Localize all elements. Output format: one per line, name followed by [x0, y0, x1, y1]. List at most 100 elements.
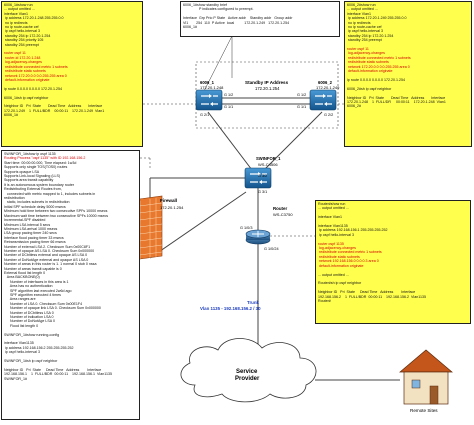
- config-line: Interface Grp Prio P State Active addr S…: [183, 16, 293, 21]
- config-line: Routing Process "ospf 1135" with ID 192.…: [4, 156, 86, 161]
- router-icon[interactable]: [245, 229, 271, 245]
- config-line: interface Vlan1: [318, 215, 342, 220]
- config-line: Minimum LSA interval 5 secs: [4, 222, 51, 227]
- config-line: redistribution: [4, 196, 25, 201]
- config-line: Area has no authentication: [4, 284, 53, 289]
- config-line: interface Vlan1135: [318, 224, 348, 229]
- config-text: 6006_1#show run... output omitted ...int…: [4, 3, 140, 118]
- config-line: router ospf 1135: [318, 241, 344, 246]
- config-line: Number of DoNotAge LSA 0: [4, 319, 55, 324]
- config-line: Number of areas transit capable is 0: [4, 266, 62, 271]
- config-line: SWINFOR_1#show ip ospf 1135: [4, 152, 56, 156]
- config-text: 6006_1#show standby brief P indicates co…: [183, 3, 337, 29]
- config-line: ... output omitted ...: [4, 7, 35, 12]
- switch-6006-2-icon[interactable]: [309, 89, 337, 111]
- config-line: Maximum wait time between two consecutiv…: [4, 213, 109, 218]
- config-line: SPF algorithm executed 4 times: [4, 293, 61, 297]
- config-line: ip ospf hello-interval 3: [4, 350, 40, 355]
- callout-line: [201, 35, 233, 96]
- link-sw1-swinfor: [207, 111, 253, 171]
- config-line: Number of areas in this router is 1. 1 n…: [4, 262, 97, 267]
- config-line: default-information originate: [4, 77, 50, 82]
- switch-swinfor-icon[interactable]: [244, 167, 272, 189]
- config-line: Neighbor ID Pri State Dead Time Address …: [347, 95, 446, 100]
- config-line: Area BACKBONE(0): [4, 275, 40, 280]
- config-line: log-adjacency-changes: [4, 60, 42, 65]
- port-label: G 3/2: [258, 174, 268, 178]
- config-line: LSA group pacing timer 240 secs: [4, 231, 57, 236]
- config-line: Area ranges are: [4, 297, 36, 302]
- config-line: External flood list length 0: [4, 270, 46, 275]
- standby-title-label: Standby IP Address: [245, 80, 289, 85]
- config-line: Number of interfaces in this area is 1: [4, 279, 69, 284]
- port-label: G 2/2: [324, 113, 334, 117]
- router-name-label: Router: [273, 206, 288, 211]
- config-line: standby 254 ip 172.20.1.254: [4, 33, 51, 38]
- port-label: G 1/1: [224, 105, 234, 109]
- config-line: ip ospf hello-interval 3: [318, 232, 354, 237]
- config-line: ip address 172.20.1.248 255.255.0.0: [4, 16, 64, 21]
- config-text: Router#show run... output omitted ... in…: [318, 202, 468, 303]
- config-line: ip address 192.168.156.1 255.255.255.252: [318, 228, 388, 233]
- config-line: P indicates configured to preempt.: [183, 7, 254, 12]
- firewall-ip-label: 172.20.1.254: [160, 205, 184, 210]
- port-label: G 1/2: [224, 93, 234, 97]
- config-line: interface Vlan1: [4, 11, 28, 16]
- config-line: router-id 172.20.1.248: [4, 55, 41, 60]
- router-config-box: Router#show run... output omitted ... in…: [315, 200, 471, 324]
- sw1-name-label: 6006_1: [200, 80, 214, 85]
- config-line: redistribute connected metric 1 subnets: [318, 250, 382, 255]
- config-6006-2-box: 6006_2#show run... output omitted ...int…: [344, 1, 472, 147]
- config-line: Vl1 254 110 P Active local 172.20.1.249 …: [183, 20, 290, 25]
- config-line: Neighbor ID Pri State Dead Time Address …: [4, 104, 103, 109]
- config-line: standby 254 priority 105: [4, 38, 44, 43]
- config-line: ip ospf hello-interval 3: [347, 29, 383, 34]
- config-line: Minimum hold time between two consecutiv…: [4, 209, 108, 214]
- config-line: redistribute static subnets: [4, 69, 46, 74]
- config-line: Number of DCbitless LSA 0: [4, 310, 54, 315]
- config-line: default-information originate: [318, 263, 364, 268]
- config-line: interface Vlan1: [347, 11, 371, 16]
- config-line: It is an autonomous system boundary rout…: [4, 182, 75, 187]
- provider-label-line2: Provider: [235, 376, 260, 382]
- config-line: network 172.20.0.0 0.0.255.255 area 0: [4, 73, 67, 78]
- config-line: Start time: 00:00:00.000, Time elapsed: …: [4, 160, 77, 165]
- link-sw2-swinfor: [263, 111, 323, 171]
- firewall-name-label: Firewall: [160, 198, 178, 203]
- config-line: Minimum LSA arrival 1000 msecs: [4, 226, 58, 231]
- remote-sites-label: Remote Sites: [410, 408, 438, 413]
- config-line: network 172.20.0.0 0.0.255.255 area 0: [347, 64, 410, 69]
- sw1-ip-label: 172.20.1.248: [200, 85, 224, 90]
- config-line: ... output omitted ...: [347, 7, 378, 12]
- swinfor-name-label: SWINFOR_1: [256, 156, 281, 161]
- config-line: default-information originate: [347, 69, 393, 74]
- config-line: ... output omitted ...: [318, 206, 349, 211]
- config-line: ip route 0.0.0.0 0.0.0.0 172.20.1.254: [4, 86, 62, 91]
- config-line: Interface flood pacing timer 33 msecs: [4, 235, 64, 240]
- config-line: redistribute connected metric 1 subnets: [4, 64, 68, 69]
- port-label: G 1/1: [297, 105, 307, 109]
- config-line: 6006_1#sh ip ospf neighbor: [4, 95, 49, 100]
- trunk-label: Trunk: [247, 300, 259, 305]
- config-line: interface Vlan1135: [4, 341, 34, 346]
- config-line: Number of DCbitless external and opaque …: [4, 253, 88, 258]
- port-label: G 1/0/3: [240, 226, 253, 230]
- config-line: log-adjacency-changes: [318, 246, 356, 251]
- trunk-vlan-label: Vlan 1135 - 192.168.156.2 / 30: [200, 306, 261, 311]
- config-line: Number of opaque AS LSA 0. Checksum Sum …: [4, 248, 95, 253]
- config-line: redistribute static subnets: [347, 60, 389, 65]
- config-line: SWINFOR_1#show running-config: [4, 332, 60, 337]
- config-line: 192.168.156.1 1 FULL/BDR 00:00:11 192.16…: [4, 372, 112, 377]
- config-line: Supports only single TOS(TOS0) routes: [4, 165, 68, 170]
- config-line: no ip route-cache cef: [347, 25, 382, 30]
- config-text: 6006_2#show run... output omitted ...int…: [347, 3, 469, 109]
- switch-6006-1-icon[interactable]: [195, 89, 223, 111]
- config-line: Supports opaque LSA: [4, 169, 40, 174]
- config-line: 6006_2#: [347, 104, 361, 109]
- port-label: G 3/1: [258, 190, 268, 194]
- config-line: 6006_2#show run: [347, 3, 376, 7]
- config-line: 6006_1#: [183, 25, 197, 30]
- port-label: G 2/1: [200, 113, 210, 117]
